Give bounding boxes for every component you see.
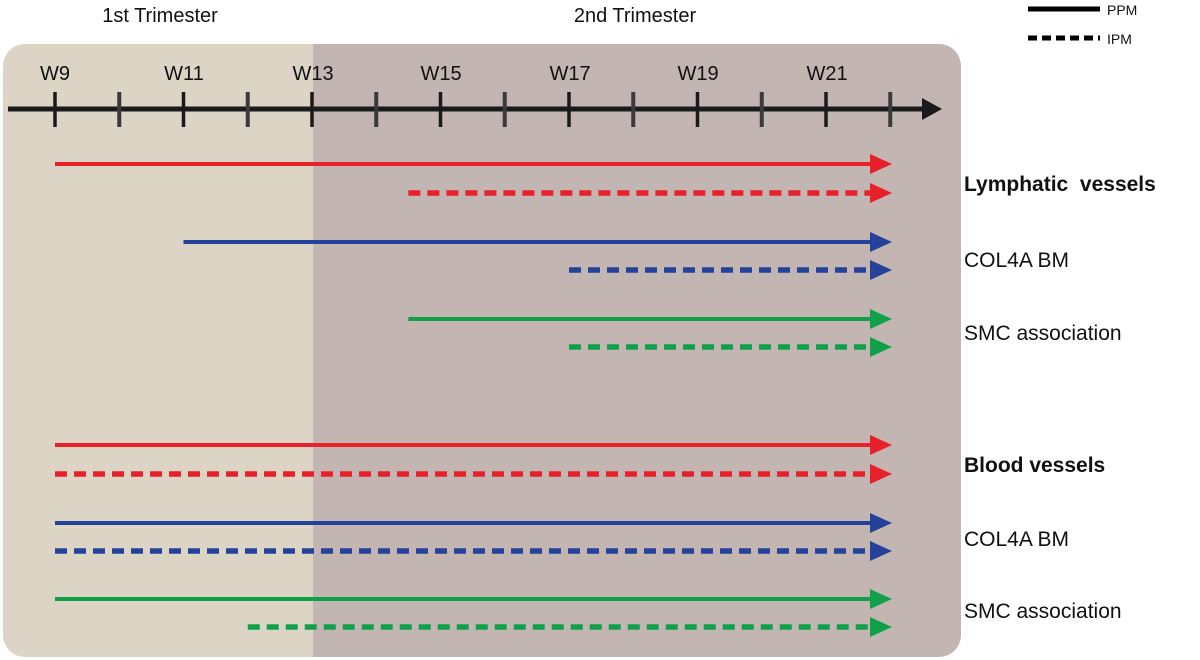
week-label-w17: W17 [549, 63, 590, 85]
blood-row3-ipm-arrowhead [870, 617, 892, 637]
legend-ppm-label: PPM [1107, 2, 1137, 18]
first-trimester-region [3, 44, 313, 657]
lymphatic-row1-ppm-arrowhead [870, 154, 892, 174]
blood-row1-ipm-arrowhead [870, 464, 892, 484]
axis-arrowhead [922, 98, 942, 120]
week-label-w9: W9 [40, 63, 70, 85]
lymphatic-row1-ipm-arrowhead [870, 183, 892, 203]
lymphatic-row2-ipm-arrowhead [870, 260, 892, 280]
week-label-w21: W21 [806, 63, 847, 85]
legend: PPM IPM [1028, 2, 1137, 47]
week-axis [8, 92, 942, 127]
legend-ipm-label: IPM [1107, 31, 1132, 47]
lymphatic-row3-ipm-arrowhead [870, 337, 892, 357]
blood-row3-ppm-arrowhead [870, 589, 892, 609]
group-title-blood: Blood vessels [964, 454, 1105, 477]
lymphatic-row2-ppm-arrowhead [870, 232, 892, 252]
first-trimester-label: 1st Trimester [102, 5, 218, 27]
panel-background [3, 44, 961, 657]
second-trimester-label: 2nd Trimester [574, 5, 697, 27]
week-label-w11: W11 [164, 63, 204, 85]
row-label-lymphatic-smc: SMC association [964, 322, 1122, 345]
arrow-rows [55, 154, 892, 637]
row-label-blood-smc: SMC association [964, 600, 1122, 623]
lymphatic-row3-ppm-arrowhead [870, 309, 892, 329]
blood-row2-ppm-arrowhead [870, 513, 892, 533]
week-label-w13: W13 [292, 63, 333, 85]
week-label-w15: W15 [420, 63, 461, 85]
blood-row2-ipm-arrowhead [870, 541, 892, 561]
group-title-lymphatic: Lymphatic vessels [964, 173, 1156, 196]
blood-row1-ppm-arrowhead [870, 435, 892, 455]
row-label-lymphatic-col4a: COL4A BM [964, 249, 1069, 272]
row-label-blood-col4a: COL4A BM [964, 528, 1069, 551]
second-trimester-region [313, 44, 961, 657]
week-label-w19: W19 [677, 63, 718, 85]
